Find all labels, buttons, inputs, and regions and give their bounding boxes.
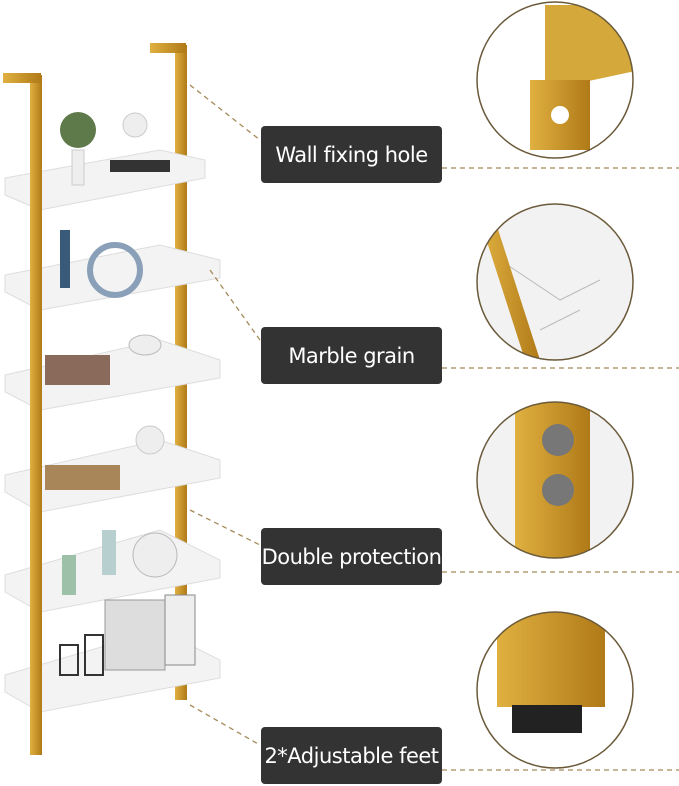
leader-lines — [189, 84, 679, 771]
callout-double-protection: Double protection — [261, 528, 442, 585]
callout-adjustable-feet: 2*Adjustable feet — [261, 727, 442, 784]
detail-wall-fixing-hole — [476, 1, 634, 159]
callout-wall-fixing-hole: Wall fixing hole — [261, 126, 442, 183]
front-frame — [3, 73, 42, 755]
detail-adjustable-feet — [476, 611, 634, 769]
decor — [45, 112, 196, 676]
detail-marble-grain — [476, 203, 634, 361]
detail-double-protection — [476, 401, 634, 559]
callout-marble-grain: Marble grain — [261, 327, 442, 384]
